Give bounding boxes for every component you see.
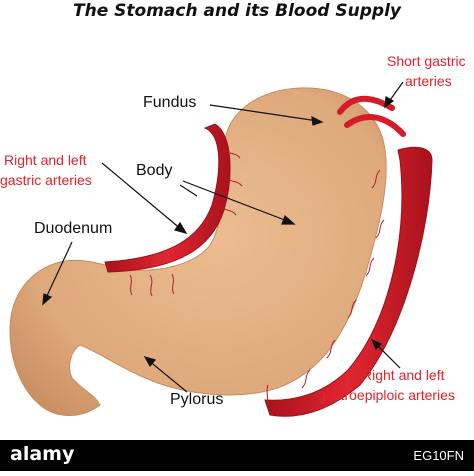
short-gastric-label-line1: Short gastric bbox=[387, 53, 466, 69]
gastric-arteries-label-line1: Right and left bbox=[4, 152, 87, 168]
fundus-label: Fundus bbox=[143, 94, 197, 111]
gastroepiploic-label-line1: Right and left bbox=[362, 367, 445, 383]
gastric-arteries-label-line2: gastric arteries bbox=[0, 172, 92, 188]
pylorus-label: Pylorus bbox=[170, 391, 224, 408]
diagram-title: The Stomach and its Blood Supply bbox=[73, 1, 401, 21]
branch-vessels bbox=[129, 149, 385, 405]
pointer-arrows bbox=[42, 81, 404, 393]
gastroepiploic-artery bbox=[264, 146, 433, 417]
alamy-logo: alamy bbox=[10, 443, 75, 465]
image-code: EG10FN bbox=[413, 448, 464, 463]
body-label: Body bbox=[136, 162, 173, 179]
gastroepiploic-label-line2: gastroepiploic arteries bbox=[318, 387, 455, 403]
short-gastric-artery-2 bbox=[344, 114, 406, 137]
stomach-shape bbox=[9, 87, 387, 416]
short-gastric-label-line2: arteries bbox=[405, 73, 452, 89]
duodenum-label: Duodenum bbox=[34, 220, 113, 237]
footer-bar bbox=[0, 440, 474, 471]
